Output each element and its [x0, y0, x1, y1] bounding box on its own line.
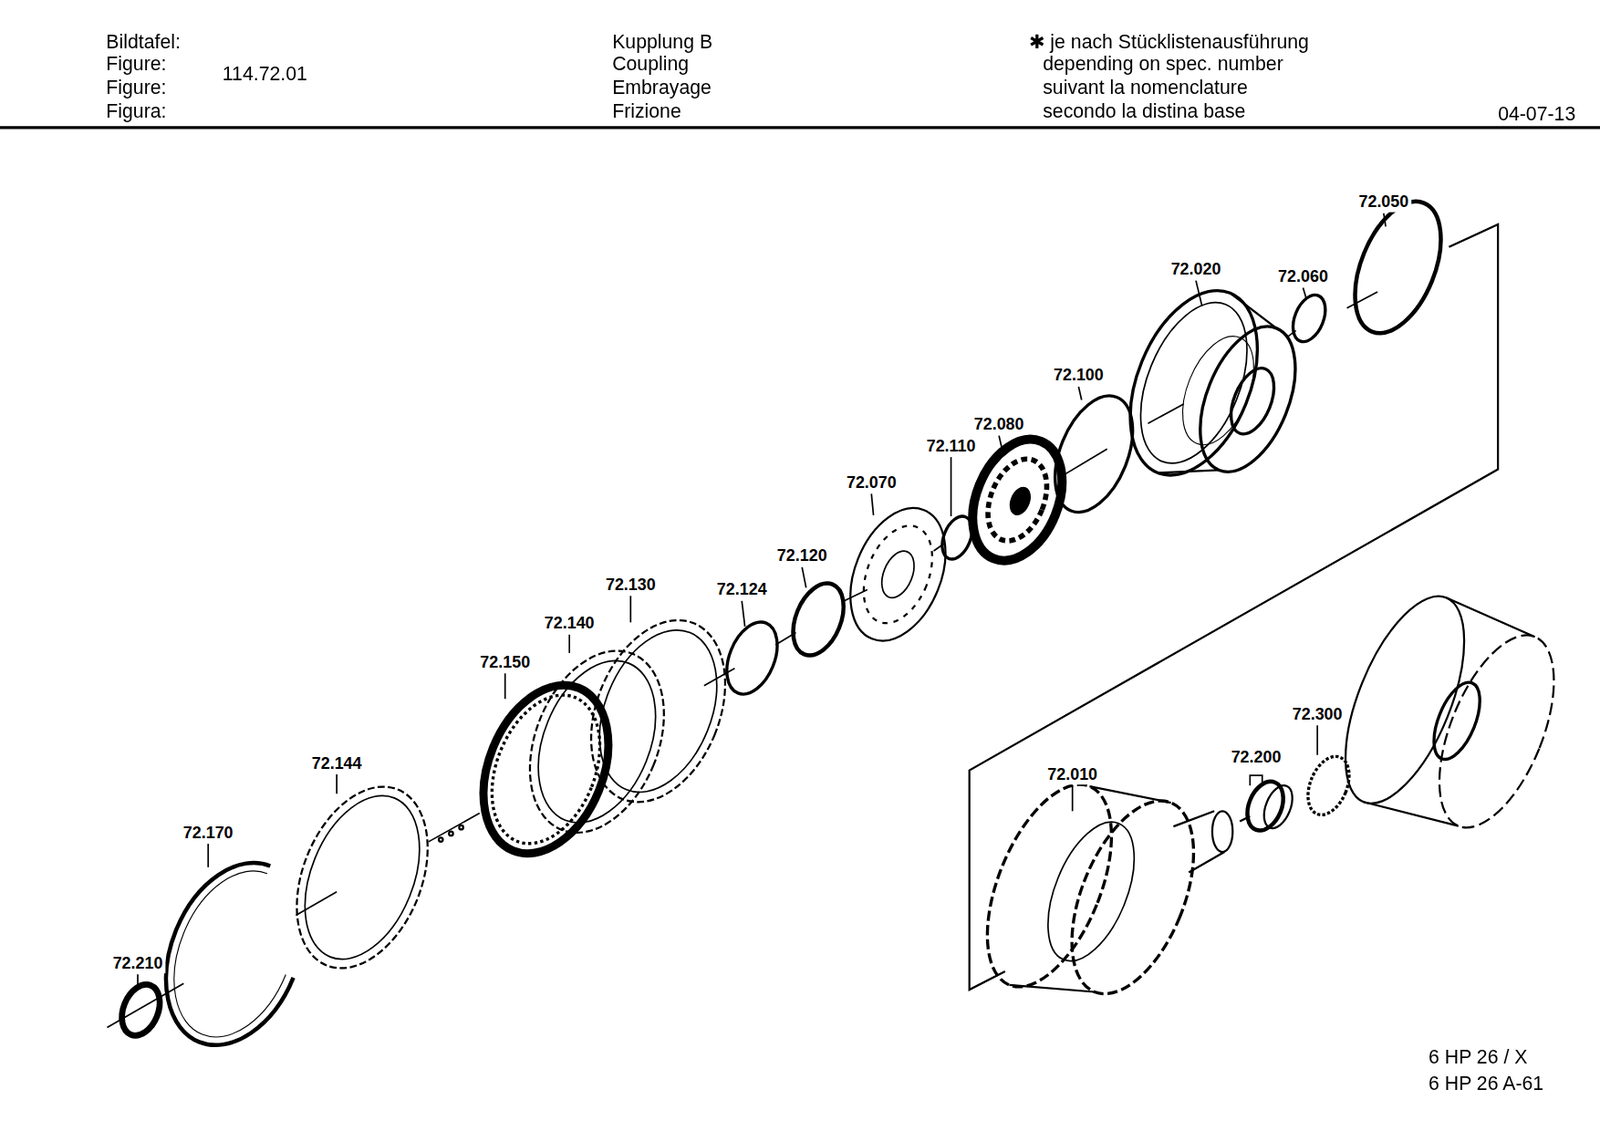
header-label: Figure: — [105, 53, 167, 75]
header-label: Bildtafel: — [105, 31, 181, 53]
callout-number: 72.070 — [844, 473, 899, 492]
title-text: Coupling — [612, 53, 689, 75]
callout-number: 72.300 — [1290, 705, 1345, 724]
callout-number: 72.050 — [1356, 193, 1411, 212]
date-text: 04-07-13 — [1497, 103, 1576, 125]
note-text: suivant la nomenclature — [1042, 77, 1247, 99]
header-label: Figure: — [105, 77, 167, 99]
note-text: ✱ je nach Stücklistenausführung — [1028, 31, 1310, 53]
callout-number: 72.010 — [1045, 765, 1100, 784]
callout-number: 72.080 — [972, 415, 1027, 435]
note-text: depending on spec. number — [1042, 53, 1284, 75]
callout-number: 72.110 — [924, 436, 977, 456]
callout-number: 72.140 — [542, 614, 597, 634]
title-text: Embrayage — [612, 77, 712, 99]
model-label: 6 HP 26 / X — [1428, 1047, 1528, 1069]
callout-number: 72.130 — [603, 575, 658, 594]
figure-number: 114.72.01 — [222, 63, 308, 85]
callout-number: 72.100 — [1051, 366, 1106, 385]
callout-number: 72.170 — [181, 823, 236, 842]
note-text: secondo la distina base — [1042, 101, 1246, 123]
header-label: Figura: — [105, 101, 167, 123]
callout-number: 72.150 — [477, 653, 532, 672]
title-text: Kupplung B — [612, 31, 713, 53]
callout-number: 72.200 — [1228, 748, 1283, 767]
callout-number: 72.210 — [110, 954, 165, 973]
title-text: Frizione — [612, 101, 682, 123]
callout-number: 72.060 — [1276, 267, 1330, 286]
callout-number: 72.120 — [775, 547, 830, 566]
callout-number: 72.144 — [310, 754, 364, 773]
model-label: 6 HP 26 A-61 — [1428, 1073, 1544, 1095]
callout-number: 72.020 — [1168, 259, 1223, 279]
callout-number: 72.124 — [715, 581, 769, 600]
